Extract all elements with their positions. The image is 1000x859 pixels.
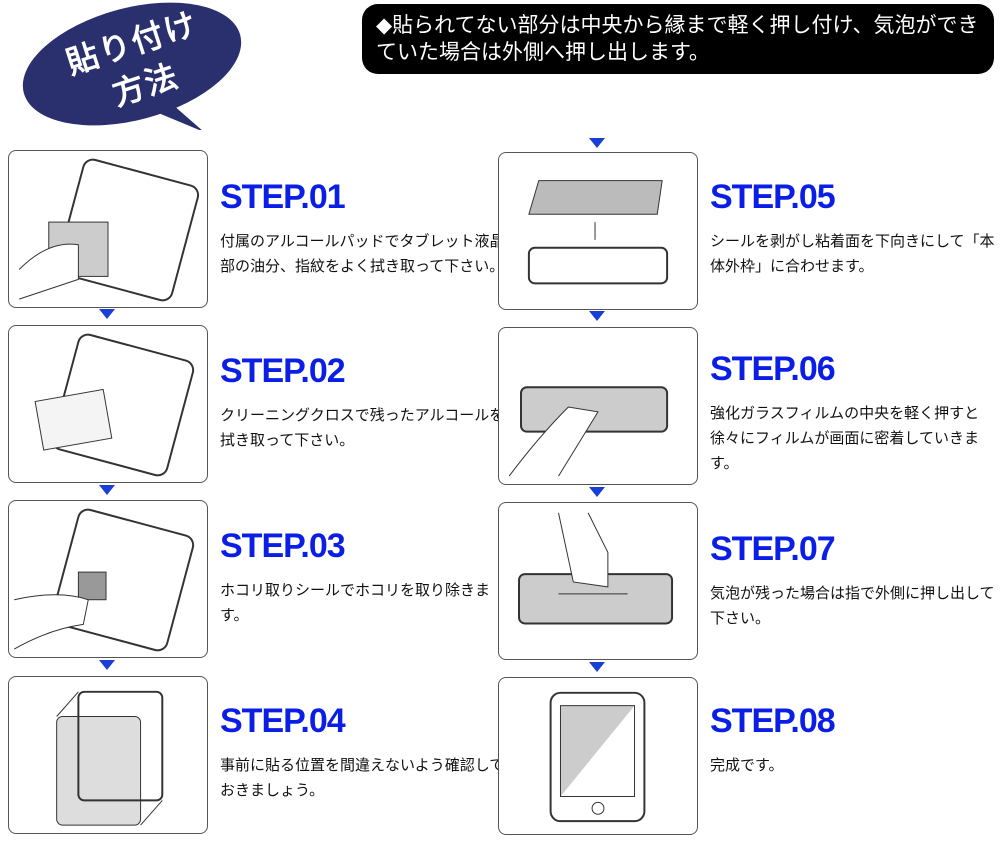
step-03: STEP.03 ホコリ取りシールでホコリを取り除きます。 (220, 527, 505, 628)
step-08: STEP.08 完成です。 (710, 702, 995, 778)
step-text: 強化ガラスフィルムの中央を軽く押すと徐々にフィルムが画面に密着していきます。 (710, 404, 980, 472)
step-01: STEP.01 付属のアルコールパッドでタブレット液晶部の油分、指紋をよく拭き取っ… (220, 178, 505, 279)
step-04: STEP.04 事前に貼る位置を間違えないよう確認しておきましょう。 (220, 702, 505, 803)
step-label: STEP.08 (710, 702, 836, 740)
step-05-illustration (498, 152, 698, 310)
step-08-illustration (498, 677, 698, 835)
step-label: STEP.06 (710, 350, 836, 388)
down-arrow-icon (99, 660, 115, 670)
title-bubble: 貼り付け 方法 (14, 2, 246, 132)
step-06-illustration (498, 327, 698, 485)
step-02-illustration (8, 325, 208, 483)
step-01-illustration (8, 150, 208, 308)
step-label: STEP.02 (220, 352, 346, 390)
step-03-illustration (8, 500, 208, 658)
step-text: 完成です。 (710, 756, 784, 774)
down-arrow-icon (589, 487, 605, 497)
notice-banner: ◆貼られてない部分は中央から縁まで軽く押し付け、気泡ができていた場合は外側へ押し… (362, 4, 994, 74)
step-label: STEP.03 (220, 527, 346, 565)
step-text: 気泡が残った場合は指で外側に押し出して下さい。 (710, 584, 995, 627)
step-07: STEP.07 気泡が残った場合は指で外側に押し出して下さい。 (710, 530, 995, 631)
step-07-illustration (498, 502, 698, 660)
step-text: 事前に貼る位置を間違えないよう確認しておきましょう。 (220, 756, 505, 799)
step-label: STEP.01 (220, 178, 346, 216)
down-arrow-icon (589, 311, 605, 321)
step-04-illustration (8, 676, 208, 834)
step-text: クリーニングクロスで残ったアルコールを拭き取って下さい。 (220, 406, 505, 449)
step-label: STEP.04 (220, 702, 346, 740)
step-label: STEP.05 (710, 178, 836, 216)
down-arrow-icon (589, 138, 605, 148)
down-arrow-icon (589, 662, 605, 672)
speech-bubble-icon (22, 2, 242, 132)
step-text: シールを剥がし粘着面を下向きにして「本体外枠」に合わせます。 (710, 232, 995, 275)
step-text: ホコリ取りシールでホコリを取り除きます。 (220, 581, 491, 624)
down-arrow-icon (99, 309, 115, 319)
down-arrow-icon (99, 485, 115, 495)
step-text: 付属のアルコールパッドでタブレット液晶部の油分、指紋をよく拭き取って下さい。 (220, 232, 505, 275)
step-label: STEP.07 (710, 530, 836, 568)
step-02: STEP.02 クリーニングクロスで残ったアルコールを拭き取って下さい。 (220, 352, 505, 453)
step-06: STEP.06 強化ガラスフィルムの中央を軽く押すと徐々にフィルムが画面に密着して… (710, 350, 995, 476)
step-05: STEP.05 シールを剥がし粘着面を下向きにして「本体外枠」に合わせます。 (710, 178, 995, 279)
